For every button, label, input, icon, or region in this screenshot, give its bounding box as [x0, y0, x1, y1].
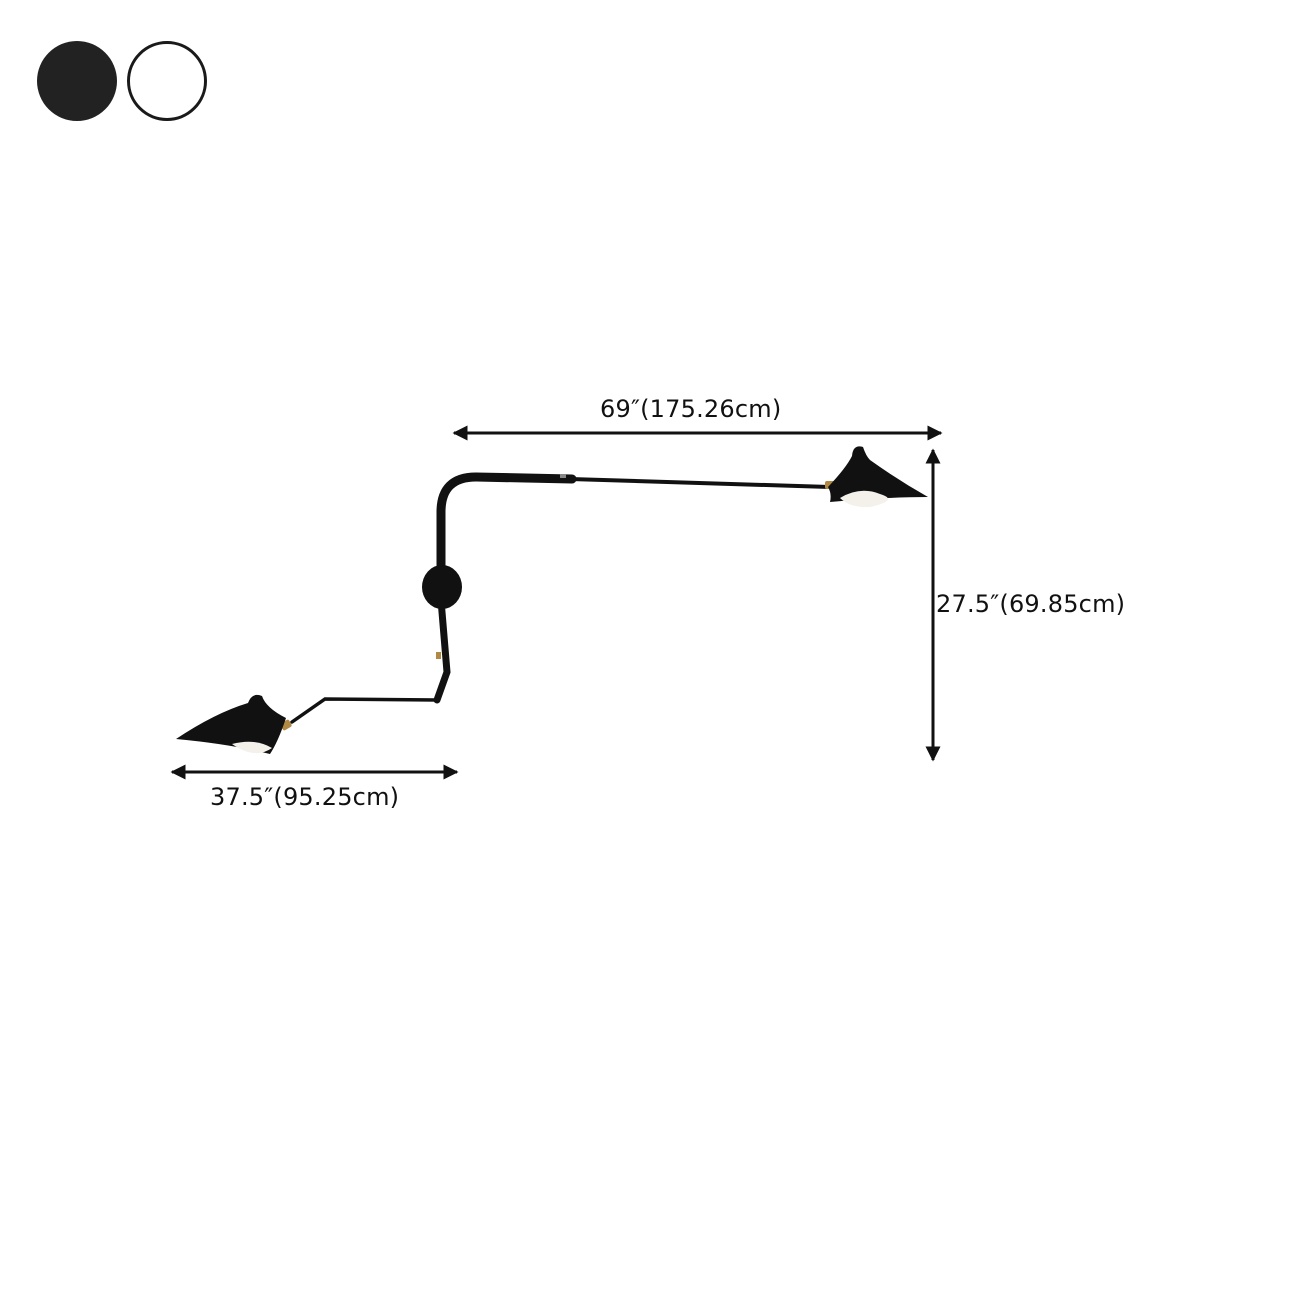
- arm-clip: [560, 474, 566, 478]
- overall-width-label: 69″(175.26cm): [600, 395, 782, 423]
- height-label: 27.5″(69.85cm): [936, 590, 1126, 618]
- right-shade: [825, 446, 928, 508]
- left-shade: [176, 694, 292, 754]
- upper-arm-thick: [436, 472, 577, 605]
- lower-stem: [433, 596, 451, 704]
- color-swatch-white[interactable]: [127, 41, 207, 121]
- lower-arm: [290, 697, 439, 724]
- upper-arm: [439, 475, 832, 600]
- reach-label: 37.5″(95.25cm): [210, 783, 400, 811]
- stem-joint: [436, 652, 441, 659]
- wall-lamp: [176, 446, 928, 754]
- color-swatch-black[interactable]: [37, 41, 117, 121]
- wall-plate: [422, 565, 462, 609]
